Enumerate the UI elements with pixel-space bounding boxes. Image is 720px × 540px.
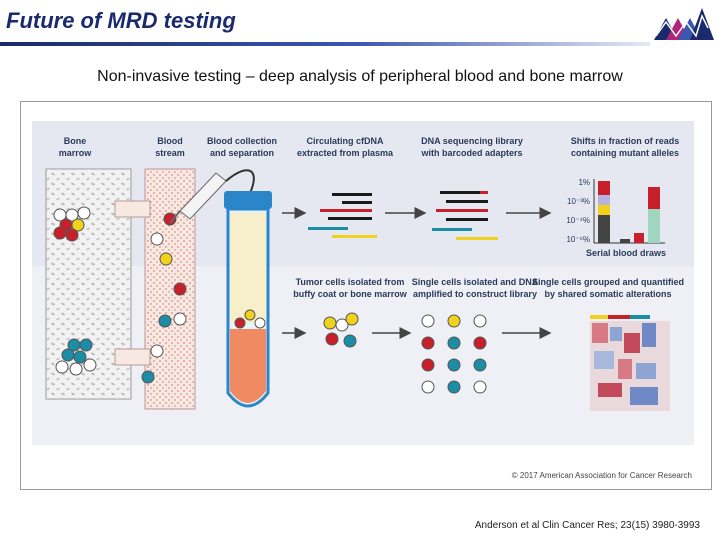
y-tick-4: 10⁻⁶% bbox=[566, 235, 590, 244]
label-shifts-2: containing mutant alleles bbox=[571, 148, 679, 158]
bone-marrow-cells-lower bbox=[55, 338, 97, 376]
y-tick-3: 10⁻⁴% bbox=[566, 216, 590, 225]
slide-title: Future of MRD testing bbox=[6, 8, 236, 33]
label-single-1: Single cells isolated and DNA bbox=[412, 277, 539, 287]
vessel-connector-lower bbox=[114, 348, 151, 366]
serial-draws-chart bbox=[593, 179, 665, 244]
mrd-figure: Bone marrow Blood stream Blood collectio… bbox=[32, 121, 694, 480]
label-blood-stream-2: stream bbox=[155, 148, 185, 158]
library-fragments bbox=[432, 191, 498, 240]
label-tumor-2: buffy coat or bone marrow bbox=[293, 289, 408, 299]
label-collection-1: Blood collection bbox=[207, 136, 277, 146]
label-grouped-2: by shared somatic alterations bbox=[544, 289, 671, 299]
subtitle: Non-invasive testing – deep analysis of … bbox=[97, 68, 623, 85]
cfdna-fragments bbox=[308, 193, 377, 238]
citation: Anderson et al Clin Cancer Res; 23(15) 3… bbox=[474, 520, 700, 531]
label-single-2: amplified to construct library bbox=[413, 289, 537, 299]
label-grouped-1: Single cells grouped and quantified bbox=[532, 277, 684, 287]
collection-tube bbox=[224, 191, 272, 408]
label-bone-marrow-1: Bone bbox=[64, 136, 87, 146]
label-cfdna-1: Circulating cfDNA bbox=[306, 136, 384, 146]
label-shifts-1: Shifts in fraction of reads bbox=[571, 136, 680, 146]
heatmap bbox=[590, 315, 670, 411]
y-tick-1: 1% bbox=[578, 178, 590, 187]
tubing bbox=[225, 169, 255, 194]
label-serial-draws: Serial blood draws bbox=[586, 248, 666, 258]
label-library-2: with barcoded adapters bbox=[420, 148, 522, 158]
label-tumor-1: Tumor cells isolated from bbox=[296, 277, 405, 287]
bone-marrow-cells-upper bbox=[53, 206, 91, 242]
tumor-cells-cluster bbox=[323, 312, 359, 348]
blood-stream-cells bbox=[141, 212, 187, 384]
label-cfdna-2: extracted from plasma bbox=[297, 148, 394, 158]
institution-logo bbox=[654, 8, 714, 40]
label-library-1: DNA sequencing library bbox=[421, 136, 523, 146]
label-bone-marrow-2: marrow bbox=[59, 148, 93, 158]
label-collection-2: and separation bbox=[210, 148, 274, 158]
vessel-connector-upper bbox=[114, 200, 151, 218]
title-rule bbox=[0, 42, 650, 46]
copyright: © 2017 American Association for Cancer R… bbox=[512, 471, 692, 480]
y-tick-2: 10⁻³% bbox=[567, 197, 590, 206]
single-cells-grid bbox=[421, 314, 487, 394]
label-blood-stream-1: Blood bbox=[157, 136, 183, 146]
